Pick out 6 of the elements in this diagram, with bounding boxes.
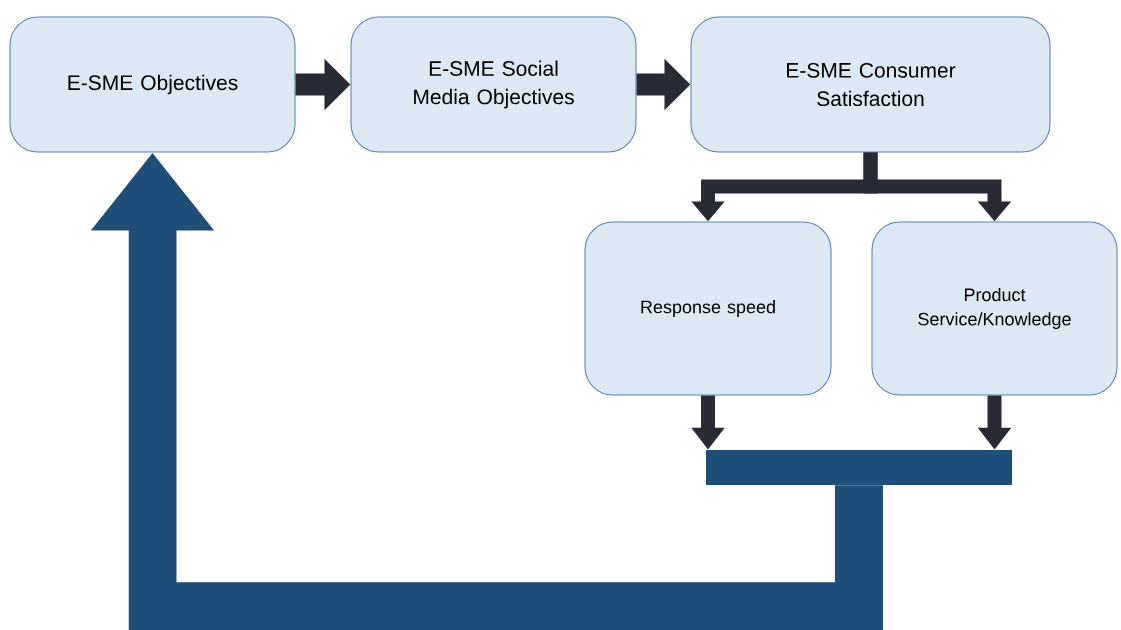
process-box: Product Service/Knowledge bbox=[871, 221, 1118, 396]
process-box: Response speed bbox=[584, 221, 832, 396]
process-box: E-SME Consumer Satisfaction bbox=[690, 16, 1051, 153]
process-box: E-SME Objectives bbox=[9, 16, 296, 153]
merge-bar bbox=[706, 450, 1012, 485]
process-box: E-SME Social Media Objectives bbox=[350, 16, 637, 153]
